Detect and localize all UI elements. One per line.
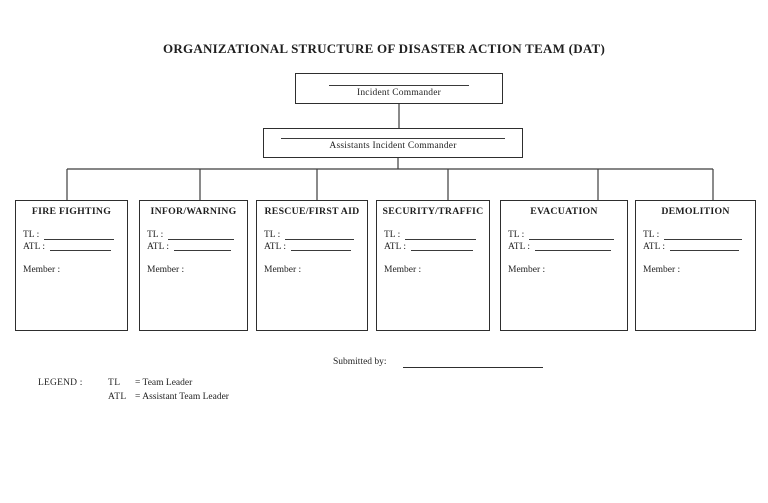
legend-heading: LEGEND : bbox=[38, 378, 83, 388]
tl-label: TL : bbox=[508, 230, 525, 240]
atl-field: ATL : bbox=[23, 242, 120, 253]
legend-meaning: = Team Leader bbox=[135, 378, 193, 388]
atl-fill-in-line bbox=[670, 250, 739, 251]
tl-label: TL : bbox=[643, 230, 660, 240]
legend-row-atl: ATL = Assistant Team Leader bbox=[38, 391, 229, 405]
team-box-security-traffic: SECURITY/TRAFFIC TL : ATL : Member : bbox=[376, 200, 490, 331]
incident-commander-label: Incident Commander bbox=[356, 88, 442, 98]
name-fill-in-line bbox=[281, 138, 505, 139]
member-label: Member : bbox=[384, 265, 422, 275]
submitted-by-row: Submitted by: bbox=[333, 357, 543, 368]
team-box-infor-warning: INFOR/WARNING TL : ATL : Member : bbox=[139, 200, 248, 331]
tl-label: TL : bbox=[23, 230, 40, 240]
legend-abbr: ATL bbox=[108, 391, 127, 402]
tl-fill-in-line bbox=[168, 238, 234, 240]
tl-field: TL : bbox=[643, 230, 748, 241]
tl-label: TL : bbox=[147, 230, 164, 240]
atl-label: ATL : bbox=[147, 241, 170, 252]
team-title: SECURITY/TRAFFIC bbox=[382, 206, 484, 217]
legend-meaning: = Assistant Team Leader bbox=[135, 391, 229, 402]
atl-field: ATL : bbox=[264, 242, 360, 253]
team-title: DEMOLITION bbox=[661, 206, 730, 217]
legend-heading-spacer bbox=[38, 391, 108, 405]
tl-fill-in-line bbox=[285, 238, 354, 240]
legend: LEGEND : TL = Team Leader ATL = Assistan… bbox=[38, 377, 229, 404]
atl-label: ATL : bbox=[264, 241, 287, 252]
tl-fill-in-line bbox=[529, 238, 614, 240]
atl-fill-in-line bbox=[174, 250, 231, 251]
tl-fill-in-line bbox=[44, 238, 114, 240]
team-box-rescue-first-aid: RESCUE/FIRST AID TL : ATL : Member : bbox=[256, 200, 368, 331]
atl-label: ATL : bbox=[643, 241, 666, 252]
atl-field: ATL : bbox=[643, 242, 748, 253]
member-label: Member : bbox=[23, 265, 61, 275]
member-label: Member : bbox=[147, 265, 185, 275]
team-title: FIRE FIGHTING bbox=[31, 206, 112, 217]
member-label: Member : bbox=[643, 265, 681, 275]
submitted-by-fill-in-line bbox=[402, 367, 543, 368]
tl-label: TL : bbox=[384, 230, 401, 240]
team-title: RESCUE/FIRST AID bbox=[264, 206, 360, 217]
atl-field: ATL : bbox=[384, 242, 482, 253]
atl-label: ATL : bbox=[508, 241, 531, 252]
atl-fill-in-line bbox=[535, 250, 611, 251]
tl-field: TL : bbox=[384, 230, 482, 241]
team-box-demolition: DEMOLITION TL : ATL : Member : bbox=[635, 200, 756, 331]
atl-label: ATL : bbox=[23, 241, 46, 252]
team-title: INFOR/WARNING bbox=[150, 206, 237, 217]
atl-fill-in-line bbox=[291, 250, 351, 251]
member-label: Member : bbox=[508, 265, 546, 275]
legend-row-tl: LEGEND : TL = Team Leader bbox=[38, 377, 229, 391]
team-box-evacuation: EVACUATION TL : ATL : Member : bbox=[500, 200, 628, 331]
name-fill-in-line bbox=[329, 85, 469, 86]
atl-fill-in-line bbox=[50, 250, 111, 251]
tl-fill-in-line bbox=[664, 238, 742, 240]
legend-abbr: TL bbox=[108, 378, 121, 388]
member-label: Member : bbox=[264, 265, 302, 275]
tl-field: TL : bbox=[508, 230, 620, 241]
submitted-by-label: Submitted by: bbox=[333, 357, 387, 367]
incident-commander-box: Incident Commander bbox=[295, 73, 503, 104]
team-title: EVACUATION bbox=[530, 206, 598, 217]
team-box-fire-fighting: FIRE FIGHTING TL : ATL : Member : bbox=[15, 200, 128, 331]
atl-field: ATL : bbox=[508, 242, 620, 253]
atl-field: ATL : bbox=[147, 242, 240, 253]
tl-field: TL : bbox=[23, 230, 120, 241]
page-title: ORGANIZATIONAL STRUCTURE OF DISASTER ACT… bbox=[162, 41, 606, 56]
tl-field: TL : bbox=[264, 230, 360, 241]
assistants-incident-commander-label: Assistants Incident Commander bbox=[329, 141, 457, 151]
tl-field: TL : bbox=[147, 230, 240, 241]
assistants-incident-commander-box: Assistants Incident Commander bbox=[263, 128, 523, 158]
atl-label: ATL : bbox=[384, 241, 407, 252]
atl-fill-in-line bbox=[411, 250, 473, 251]
tl-label: TL : bbox=[264, 230, 281, 240]
tl-fill-in-line bbox=[405, 238, 476, 240]
